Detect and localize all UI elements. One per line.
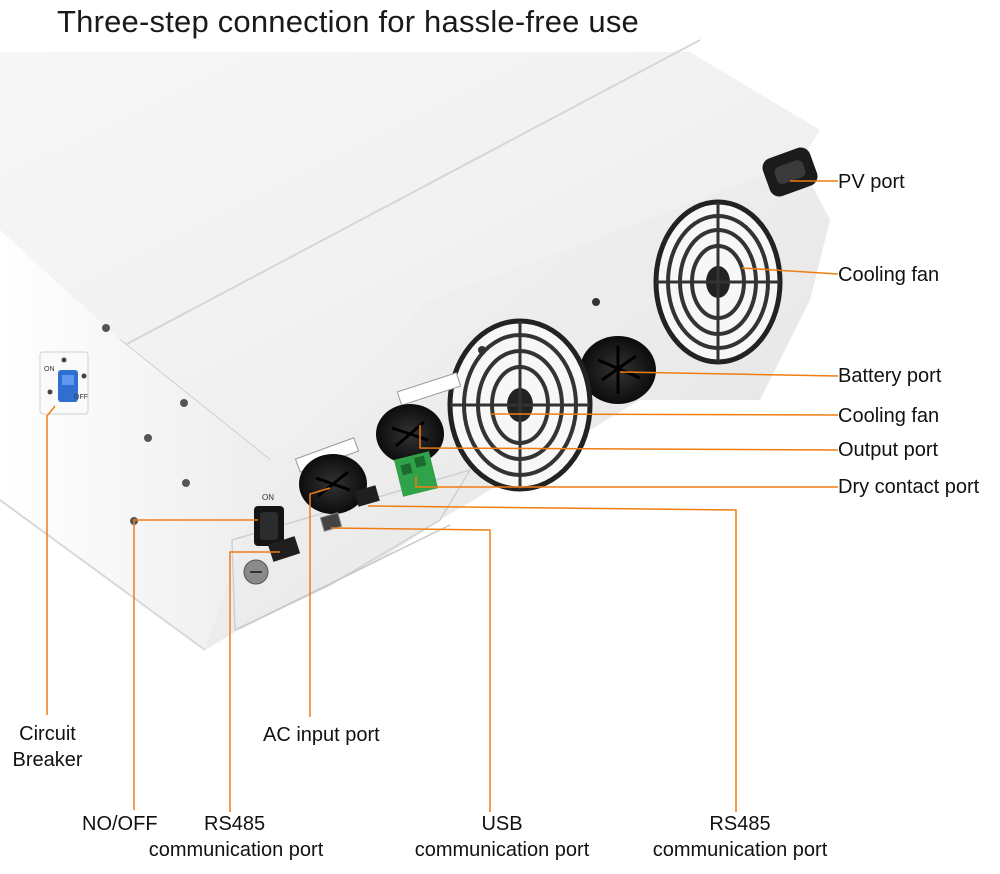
- label-ac-input-port: AC input port: [263, 724, 380, 746]
- label-output-port: Output port: [838, 439, 939, 461]
- label-rs485-left-line1: RS485: [204, 813, 266, 835]
- label-cooling-fan-middle: Cooling fan: [838, 405, 940, 427]
- label-rs485-right-line2: communication port: [652, 839, 828, 861]
- leader-cooling-fan-top: [741, 267, 839, 275]
- label-dry-contact-port: Dry contact port: [838, 476, 980, 498]
- housing-left-side: [0, 230, 270, 651]
- ac-input-port: [294, 437, 367, 514]
- label-rs485-left-line2: communication port: [148, 839, 324, 861]
- leader-ac-input-port: [309, 487, 331, 717]
- rs485-port-right: [354, 485, 380, 507]
- label-rs485-right-line1: RS485: [709, 813, 771, 835]
- on-off-switch: ON: [254, 493, 284, 546]
- switch-on-marking: ON: [262, 493, 274, 502]
- leader-usb: [330, 527, 491, 812]
- label-circuit-breaker: Circuit Breaker: [10, 721, 85, 773]
- leader-lines: [46, 180, 839, 812]
- page-title: Three-step connection for hassle-free us…: [57, 4, 640, 39]
- leader-battery-port: [619, 371, 839, 377]
- label-usb: USB communication port: [404, 811, 600, 863]
- label-rs485-left: RS485 communication port: [138, 811, 334, 863]
- cooling-fan-middle: [447, 298, 600, 492]
- label-no-off: NO/OFF: [82, 813, 158, 835]
- circuit-breaker: ON OFF: [39, 351, 89, 415]
- leader-circuit-breaker: [46, 405, 56, 715]
- label-circuit-breaker-line2: Breaker: [12, 749, 83, 771]
- label-cooling-fan-top: Cooling fan: [838, 264, 940, 286]
- leader-no-off: [133, 519, 258, 810]
- breaker-off-marking: OFF: [74, 394, 88, 401]
- pv-port: [762, 147, 818, 197]
- ground-screw: [243, 559, 269, 585]
- label-battery-port: Battery port: [838, 365, 942, 387]
- label-circuit-breaker-line1: Circuit: [19, 723, 76, 745]
- leader-output-port: [419, 425, 839, 451]
- label-usb-line1: USB: [481, 813, 523, 835]
- breaker-on-marking: ON: [44, 366, 55, 373]
- label-pv-port: PV port: [838, 171, 905, 193]
- leader-rs485-left: [229, 551, 280, 812]
- dry-contact-port: [393, 451, 439, 497]
- rs485-port-left: [267, 536, 301, 562]
- label-usb-line2: communication port: [414, 839, 590, 861]
- battery-port: [580, 336, 656, 404]
- leader-rs485-right: [367, 505, 737, 812]
- leader-dry-contact-port: [415, 476, 838, 488]
- leader-cooling-fan-middle: [489, 413, 839, 416]
- label-rs485-right: RS485 communication port: [642, 811, 838, 863]
- cooling-fan-top: [653, 199, 783, 365]
